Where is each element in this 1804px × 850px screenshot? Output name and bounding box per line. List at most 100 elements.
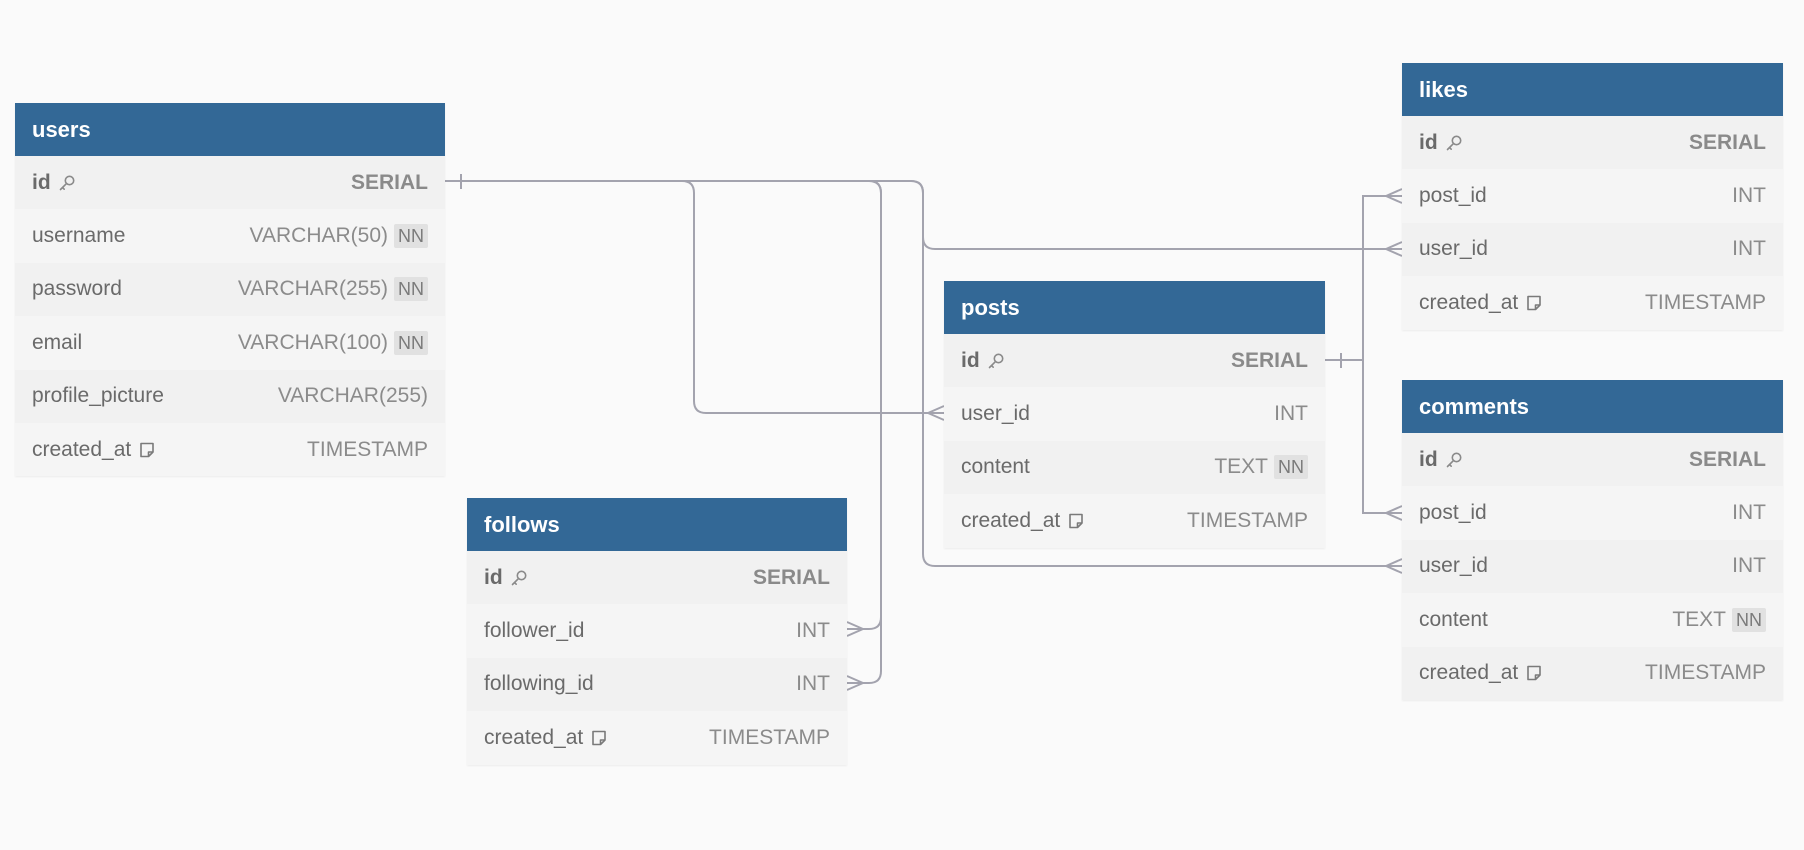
column-name: email (32, 330, 83, 354)
column-type: SERIAL (1230, 348, 1308, 372)
not-null-badge: NN (394, 224, 428, 249)
column-type: SERIAL (752, 565, 830, 589)
table-header[interactable]: users (15, 103, 445, 156)
note-icon[interactable] (1066, 511, 1086, 531)
key-icon[interactable] (1444, 133, 1464, 153)
column-name: user_id (1419, 554, 1488, 578)
column-name-cell: email (32, 331, 82, 355)
not-null-badge: NN (1732, 607, 1766, 632)
column-row-id[interactable]: id SERIAL (15, 156, 445, 210)
column-type-cell: TIMESTAMP (1645, 661, 1766, 685)
column-name: id (961, 348, 980, 372)
column-type-cell: TIMESTAMP (1645, 291, 1766, 315)
column-type: INT (1732, 237, 1766, 261)
column-name-cell: user_id (1419, 554, 1488, 578)
column-type: SERIAL (1688, 130, 1766, 154)
many-marker-comments-user-id[interactable] (1385, 558, 1403, 574)
many-marker-follows-follower-id[interactable] (846, 621, 864, 637)
table-header[interactable]: comments (1402, 380, 1783, 433)
note-icon[interactable] (137, 440, 157, 460)
column-type: TIMESTAMP (709, 725, 830, 749)
column-name: id (1419, 447, 1438, 471)
column-row-created-at[interactable]: created_at TIMESTAMP (15, 422, 445, 477)
column-name: user_id (961, 402, 1030, 426)
column-type: VARCHAR(255) (277, 384, 428, 408)
column-name-cell: following_id (484, 672, 594, 696)
column-type: INT (1274, 402, 1308, 426)
edge-posts-comments[interactable] (1325, 359, 1402, 514)
key-icon[interactable] (986, 351, 1006, 371)
many-marker-comments-post-id[interactable] (1385, 505, 1403, 521)
column-name: post_id (1419, 501, 1487, 525)
many-marker-follows-following-id[interactable] (846, 675, 864, 691)
edge-users-likes[interactable] (445, 180, 1402, 250)
column-row-id[interactable]: id SERIAL (944, 334, 1325, 388)
column-row-profile-picture[interactable]: profile_picture VARCHAR(255) (15, 369, 445, 423)
column-name: post_id (1419, 184, 1487, 208)
key-icon[interactable] (1444, 450, 1464, 470)
edge-users-posts[interactable] (445, 180, 944, 414)
column-name-cell: created_at (1419, 291, 1544, 315)
many-marker-likes-user-id[interactable] (1385, 241, 1403, 257)
not-null-badge: NN (394, 330, 428, 355)
column-type-cell: INT (1732, 237, 1766, 261)
key-icon[interactable] (57, 173, 77, 193)
column-type: TIMESTAMP (307, 437, 428, 461)
column-name-cell: password (32, 277, 122, 301)
column-name: profile_picture (32, 384, 164, 408)
column-row-created-at[interactable]: created_at TIMESTAMP (1402, 646, 1783, 700)
note-icon[interactable] (589, 728, 609, 748)
column-type-cell: VARCHAR(255) (278, 384, 428, 408)
column-type: SERIAL (350, 170, 428, 194)
column-name-cell: content (961, 455, 1030, 479)
note-icon[interactable] (1524, 293, 1544, 313)
column-name-cell: user_id (1419, 237, 1488, 261)
column-name-cell: id (1419, 131, 1464, 155)
column-name: created_at (1419, 661, 1519, 685)
column-type-cell: INT (796, 672, 830, 696)
column-type-cell: INT (1732, 554, 1766, 578)
table-header[interactable]: likes (1402, 63, 1783, 116)
many-marker-likes-post-id[interactable] (1385, 188, 1403, 204)
note-icon[interactable] (1524, 663, 1544, 683)
column-name: content (961, 455, 1030, 479)
column-name: id (1419, 130, 1438, 154)
column-name-cell: id (32, 171, 77, 195)
column-type: INT (796, 672, 830, 696)
column-row-user-id[interactable]: user_id INT (1402, 539, 1783, 594)
column-row-user-id[interactable]: user_id INT (1402, 222, 1783, 277)
column-row-id[interactable]: id SERIAL (1402, 116, 1783, 170)
column-row-user-id[interactable]: user_id INT (944, 387, 1325, 441)
column-name-cell: created_at (32, 438, 157, 462)
table-header[interactable]: follows (467, 498, 847, 551)
column-type-cell: SERIAL (753, 566, 830, 590)
column-row-created-at[interactable]: created_at TIMESTAMP (1402, 276, 1783, 330)
column-type-cell: SERIAL (351, 171, 428, 195)
column-name-cell: post_id (1419, 184, 1487, 208)
column-type-cell: INT (1274, 402, 1308, 426)
column-name: user_id (1419, 237, 1488, 261)
column-name: created_at (1419, 290, 1519, 314)
table-header[interactable]: posts (944, 281, 1325, 334)
edge-posts-likes[interactable] (1325, 195, 1402, 361)
many-marker-posts-user-id[interactable] (927, 405, 945, 421)
column-row-following-id[interactable]: following_id INT (467, 657, 847, 712)
key-icon[interactable] (509, 568, 529, 588)
